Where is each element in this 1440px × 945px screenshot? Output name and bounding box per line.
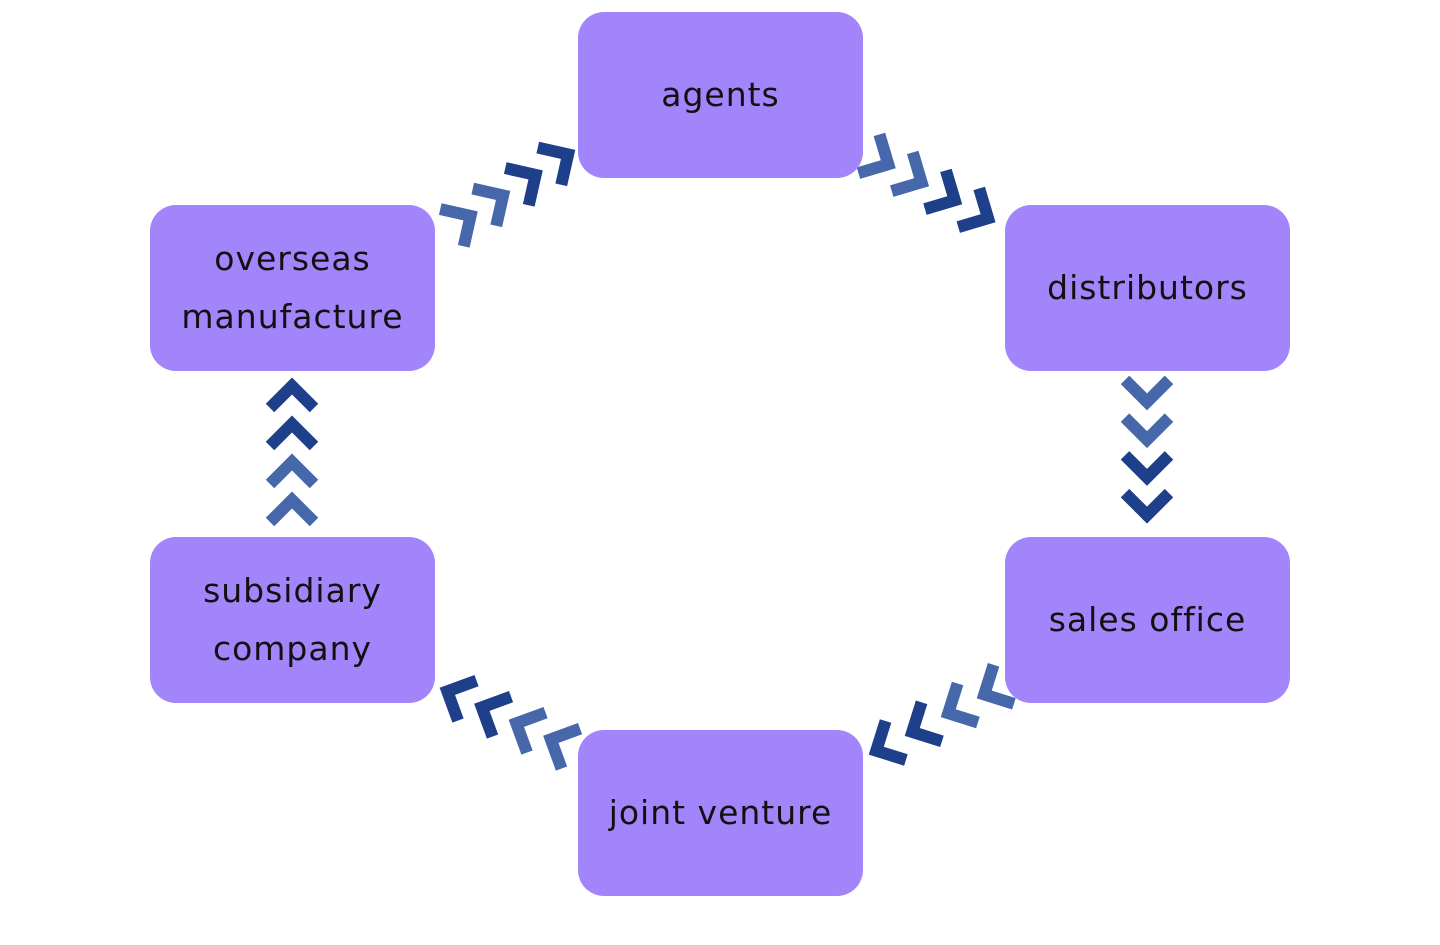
node-sales-office: sales office [1005,537,1290,703]
chevron-arrow-icon [265,377,319,413]
chevron-arrow-icon [940,681,980,729]
chevron-arrow-icon [1120,413,1174,449]
edge-agents-to-distributors [856,132,996,233]
chevron-arrow-icon [890,150,930,197]
chevron-arrow-icon [868,719,908,766]
node-label-line-2: manufacture [181,297,404,336]
chevron-arrow-icon [1120,375,1174,411]
chevron-arrow-icon [265,491,319,527]
edge-overseas-to-agents [438,141,576,248]
edge-distributors-to-sales-office [1120,375,1174,524]
edge-sales-office-to-joint-venture [868,663,1016,766]
chevron-arrow-icon [438,203,478,248]
edge-joint-venture-to-subsidiary [439,675,583,771]
chevron-arrow-icon [976,663,1016,710]
node-joint-venture: joint venture [578,730,863,896]
node-label-line-1: subsidiary [203,571,382,610]
node-agents: agents [578,12,863,178]
chevron-arrow-icon [508,707,548,755]
chevron-arrow-icon [265,453,319,489]
chevron-arrow-icon [1120,488,1174,524]
node-label: sales office [1048,600,1247,639]
chevron-arrow-icon [503,162,543,207]
node-label-line-2: company [212,629,373,668]
chevron-arrow-icon [543,723,583,771]
chevron-arrow-icon [1120,451,1174,486]
chevron-arrow-icon [474,691,514,739]
node-label-line-1: overseas [214,239,371,278]
chevron-arrow-icon [956,186,996,233]
node-label: agents [661,75,780,114]
node-distributors: distributors [1005,205,1290,371]
chevron-arrow-icon [904,700,944,748]
node-label: distributors [1047,268,1248,307]
edge-subsidiary-to-overseas [265,377,319,527]
node-overseas-manufacture: overseas manufacture [150,205,435,371]
chevron-arrow-icon [536,141,576,187]
node-subsidiary-company: subsidiary company [150,537,435,703]
chevron-arrow-icon [265,415,319,451]
node-label: joint venture [608,793,833,832]
chevron-arrow-icon [856,132,896,179]
chevron-arrow-icon [439,675,479,723]
chevron-arrow-icon [923,168,963,215]
chevron-arrow-icon [471,182,511,228]
